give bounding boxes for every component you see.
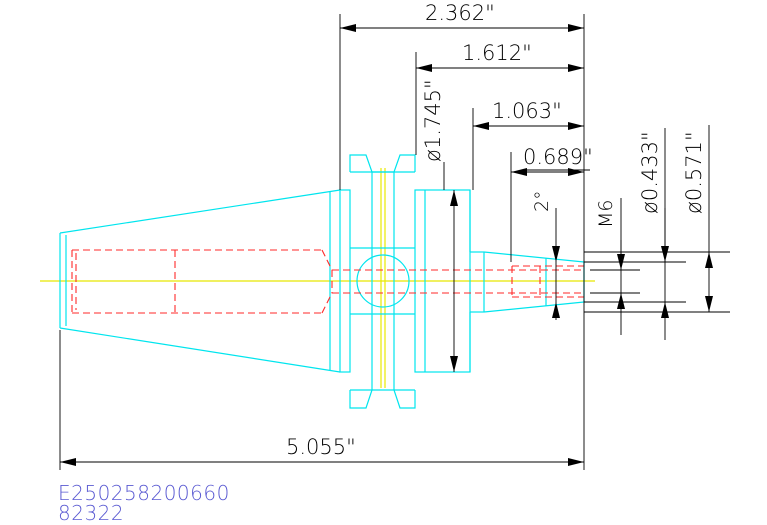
dim-length-c: 1.063": [492, 99, 562, 123]
hidden-lines: [71, 249, 584, 314]
dim-length-b: 1.612": [462, 41, 532, 65]
arrowheads: [60, 24, 713, 466]
dim-thread: M6: [595, 200, 617, 228]
part-code: E250258200660: [58, 481, 230, 505]
tool-body-outline: [59, 154, 585, 409]
dim-length-d: 0.689": [523, 145, 593, 169]
dim-nose-diameter: ø0.571": [682, 131, 706, 214]
part-number: 82322: [58, 501, 125, 525]
dim-bore-diameter: ø0.433": [638, 131, 662, 214]
dim-overall-length: 5.055": [286, 435, 356, 459]
dim-length-a: 2.362": [425, 1, 495, 25]
dim-angle: 2°: [531, 190, 553, 212]
dimension-lines: [59, 14, 730, 470]
dim-flange-diameter: ø1.745": [421, 79, 445, 162]
centerline: [40, 168, 595, 388]
